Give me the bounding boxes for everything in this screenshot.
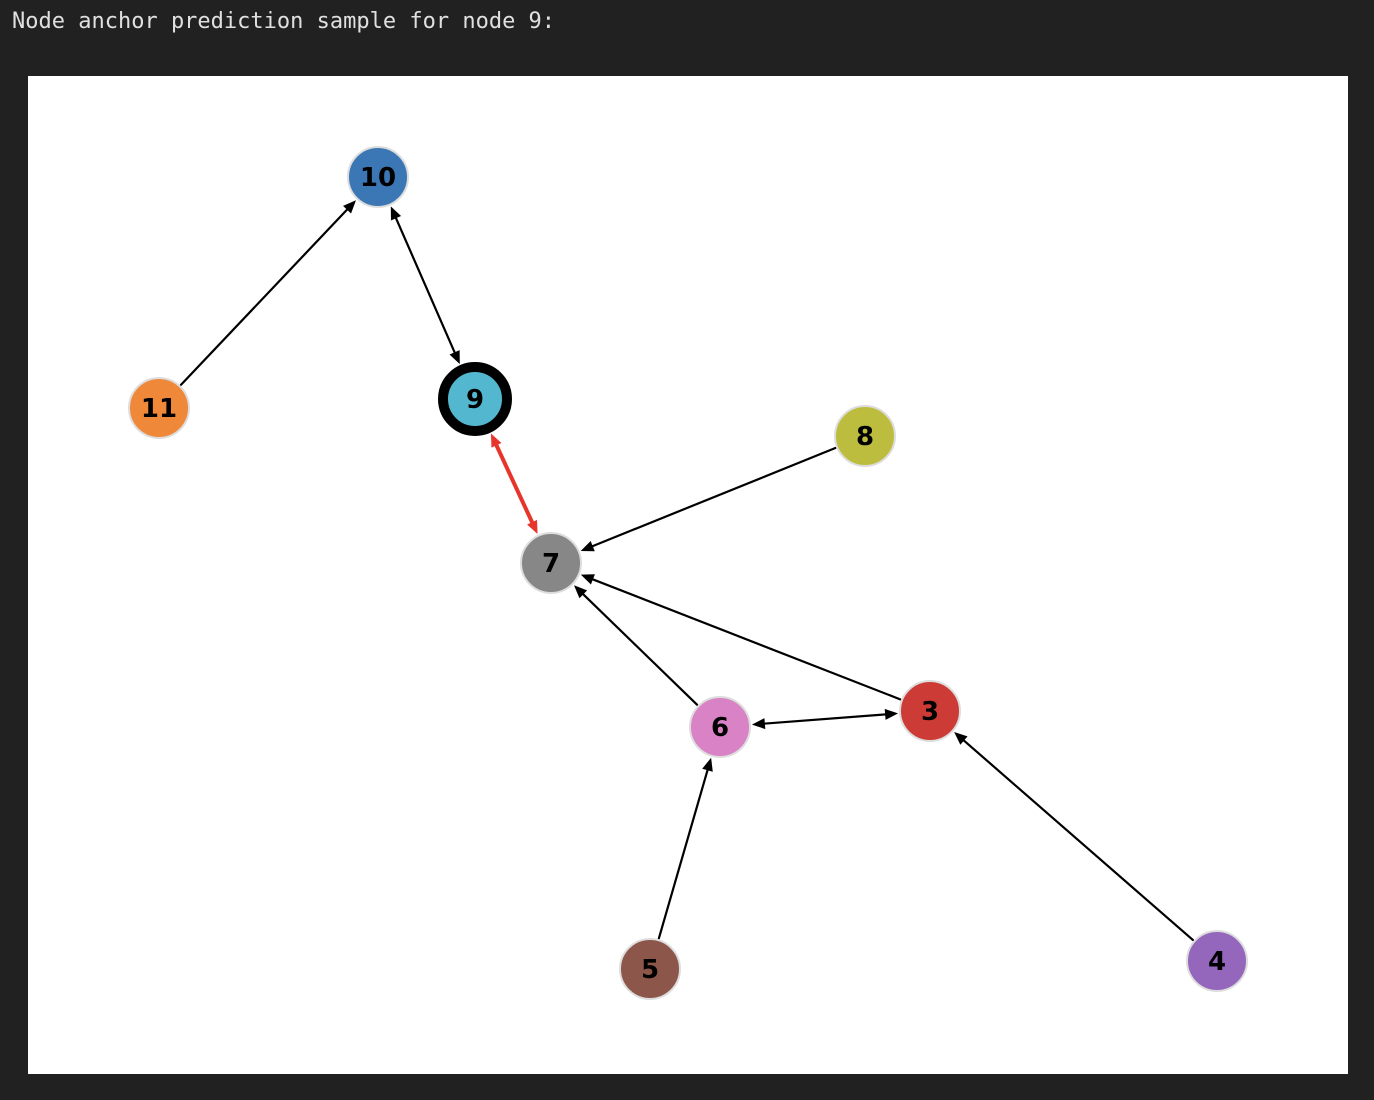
arrowhead-6 bbox=[702, 757, 713, 772]
node-6: 6 bbox=[689, 696, 751, 758]
output-header-text: Node anchor prediction sample for node 9… bbox=[12, 9, 556, 34]
node-circle bbox=[899, 680, 961, 742]
node-5: 5 bbox=[619, 938, 681, 1000]
node-circle bbox=[689, 696, 751, 758]
arrowhead-3 bbox=[884, 708, 899, 720]
node-10: 10 bbox=[347, 146, 409, 208]
node-label: 8 bbox=[856, 422, 874, 452]
node-label: 5 bbox=[641, 955, 659, 985]
node-label: 6 bbox=[711, 713, 729, 743]
node-circle bbox=[619, 938, 681, 1000]
node-8: 8 bbox=[834, 405, 896, 467]
edge-5-6 bbox=[657, 757, 713, 940]
graph-canvas: 3 4 5 6 7 8 9 10 11 bbox=[128, 146, 1248, 1000]
node-label: 3 bbox=[921, 697, 939, 727]
arrowhead-3 bbox=[954, 732, 968, 745]
node-circle bbox=[128, 377, 190, 439]
edge-layer bbox=[179, 200, 1194, 942]
graph-figure: 3 4 5 6 7 8 9 10 11 bbox=[28, 76, 1348, 1074]
node-label: 11 bbox=[141, 394, 177, 424]
edge-6-7 bbox=[573, 585, 699, 706]
edge-3-7 bbox=[580, 574, 902, 701]
arrowhead-7 bbox=[580, 541, 595, 552]
edge-6-3 bbox=[751, 708, 899, 730]
edge-8-7 bbox=[580, 446, 837, 552]
edge-9-7 bbox=[490, 433, 538, 534]
node-circle bbox=[1186, 930, 1248, 992]
node-9: 9 bbox=[438, 362, 512, 436]
node-circle bbox=[347, 146, 409, 208]
edge-11-10 bbox=[179, 200, 356, 386]
edge-4-3 bbox=[954, 732, 1194, 942]
node-3: 3 bbox=[899, 680, 961, 742]
edge-10-9 bbox=[390, 206, 460, 365]
node-7: 7 bbox=[520, 532, 582, 594]
node-label: 9 bbox=[466, 385, 484, 415]
arrowhead-7 bbox=[527, 519, 538, 534]
node-label: 10 bbox=[360, 163, 396, 193]
node-label: 7 bbox=[542, 549, 560, 579]
node-circle bbox=[520, 532, 582, 594]
node-11: 11 bbox=[128, 377, 190, 439]
arrowhead-10 bbox=[390, 206, 402, 221]
node-circle bbox=[834, 405, 896, 467]
arrowhead-10 bbox=[343, 200, 356, 214]
arrowhead-7 bbox=[573, 585, 588, 599]
arrowhead-9 bbox=[449, 350, 460, 365]
arrowhead-6 bbox=[751, 718, 766, 730]
arrowhead-9 bbox=[490, 433, 502, 448]
node-4: 4 bbox=[1186, 930, 1248, 992]
node-circle bbox=[451, 375, 499, 423]
arrowhead-7 bbox=[580, 574, 595, 585]
node-layer: 3 4 5 6 7 8 9 10 11 bbox=[128, 146, 1248, 1000]
node-label: 4 bbox=[1208, 947, 1226, 977]
